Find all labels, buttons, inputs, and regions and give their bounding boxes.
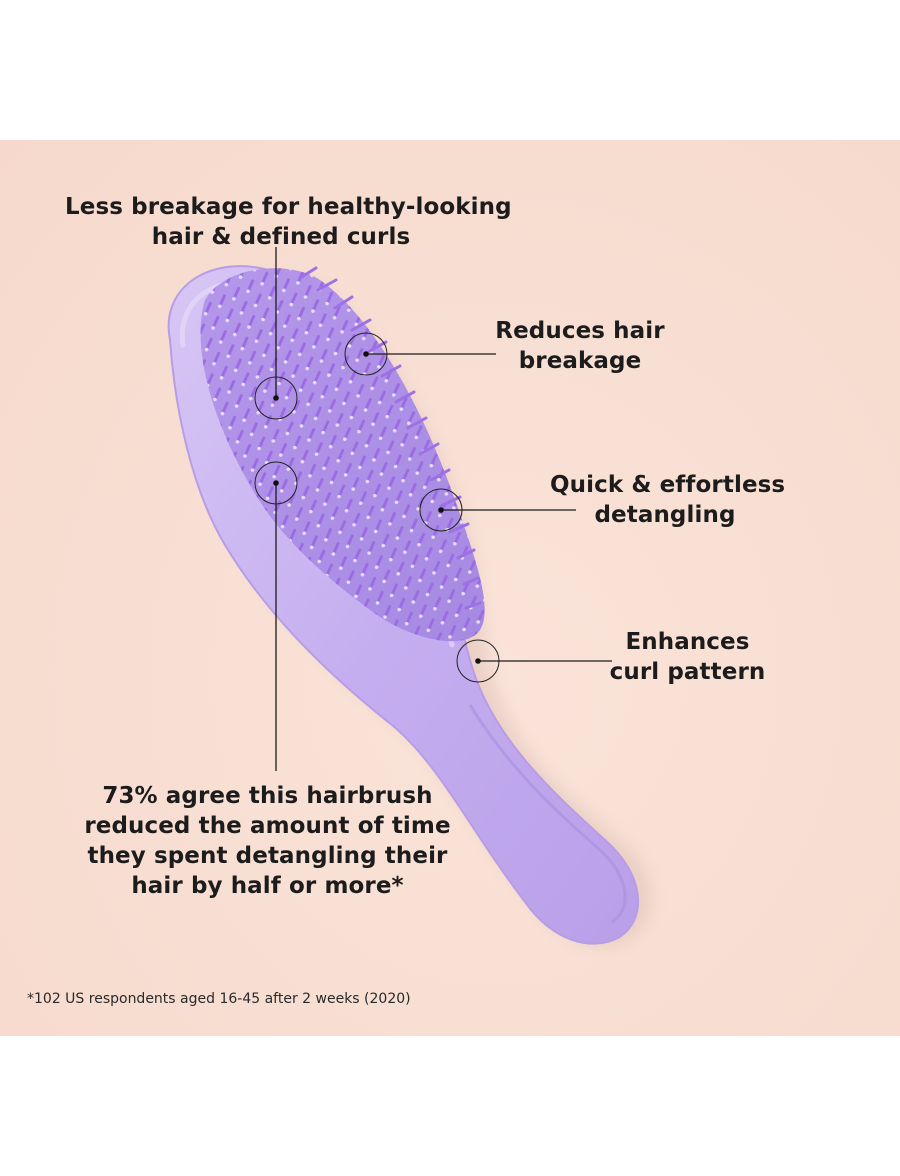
callout-curl-pattern: Enhances curl pattern	[605, 627, 770, 687]
callout-text-line: hair by half or more*	[131, 873, 404, 899]
callout-text-line: 73% agree this hairbrush	[102, 783, 433, 809]
footnote: *102 US respondents aged 16-45 after 2 w…	[27, 991, 411, 1007]
outer-bristles	[298, 266, 482, 610]
callout-survey: 73% agree this hairbrush reduced the amo…	[70, 781, 465, 901]
hairbrush-illustration	[167, 247, 652, 947]
callout-circle	[254, 461, 298, 505]
callout-text-line: Quick & effortless	[550, 472, 786, 498]
callout-text-line: Reduces hair	[495, 318, 665, 344]
callout-text-line: Enhances	[625, 629, 750, 655]
callout-text-line: curl pattern	[609, 659, 766, 685]
callout-lines	[275, 247, 612, 771]
callout-text-line: they spent detangling their	[87, 843, 448, 869]
infographic-panel: Less breakage for healthy-looking hair &…	[0, 140, 900, 1036]
handle-groove	[468, 704, 627, 924]
callout-detangling: Quick & effortless detangling	[550, 470, 786, 530]
callout-text-line: breakage	[518, 348, 642, 374]
callout-text-line: Less breakage for healthy-looking	[65, 194, 512, 220]
callout-markers	[254, 332, 500, 683]
callout-text-line: reduced the amount of time	[84, 813, 451, 839]
callout-circle	[419, 488, 463, 532]
callout-text-line: hair & defined curls	[151, 224, 411, 250]
callout-text-line: detangling	[594, 502, 736, 528]
callout-reduces-breakage: Reduces hair breakage	[490, 316, 670, 376]
callout-dots	[273, 351, 481, 664]
callout-circle	[254, 376, 298, 420]
callout-circle	[344, 332, 388, 376]
callout-circle	[456, 639, 500, 683]
callout-breakage-curls: Less breakage for healthy-looking hair &…	[65, 192, 512, 252]
